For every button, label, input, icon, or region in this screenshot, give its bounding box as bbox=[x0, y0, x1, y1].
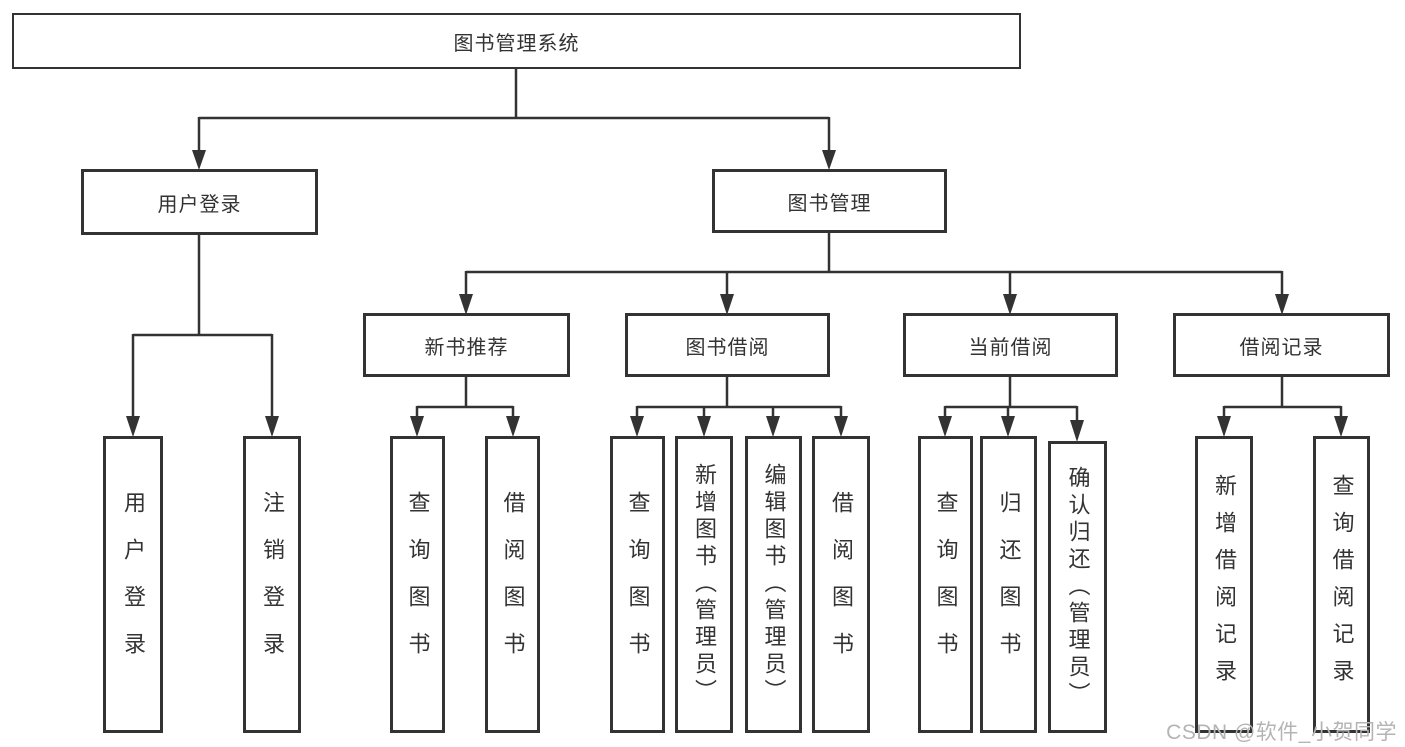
node-book-borrow: 图书借阅 bbox=[625, 313, 830, 377]
leaf-rec-query-books: 查询图书 bbox=[390, 436, 445, 733]
connector-borrow-records-to-children bbox=[1217, 377, 1348, 437]
connector-book-borrow-to-children bbox=[630, 377, 848, 437]
leaf-bb-query-books: 查询图书 bbox=[610, 436, 665, 733]
leaf-cb-confirm-return-admin: 确认归还（管理员） bbox=[1048, 441, 1107, 733]
leaf-cb-return-books: 归还图书 bbox=[980, 436, 1037, 733]
connector-current-borrow-to-children bbox=[938, 377, 1084, 442]
leaf-br-query-record: 查询借阅记录 bbox=[1313, 436, 1370, 733]
leaf-bb-borrow-books: 借阅图书 bbox=[812, 436, 870, 733]
leaf-br-add-record: 新增借阅记录 bbox=[1195, 436, 1253, 733]
node-new-book-rec: 新书推荐 bbox=[363, 313, 570, 377]
leaf-bb-edit-books-admin: 编辑图书（管理员） bbox=[745, 436, 802, 733]
node-user-login: 用户登录 bbox=[81, 169, 318, 235]
leaf-cb-query-books: 查询图书 bbox=[918, 436, 973, 733]
node-root-system: 图书管理系统 bbox=[12, 13, 1021, 69]
connector-new-book-rec-to-children bbox=[410, 377, 520, 437]
leaf-logout: 注销登录 bbox=[243, 436, 301, 733]
node-borrow-records: 借阅记录 bbox=[1173, 313, 1390, 377]
connector-user-login-to-children bbox=[126, 235, 279, 437]
leaf-user-login: 用户登录 bbox=[103, 436, 163, 733]
connector-book-mgmt-to-children bbox=[459, 233, 1289, 315]
connector-root-to-children bbox=[192, 69, 836, 170]
node-current-borrow: 当前借阅 bbox=[903, 313, 1118, 377]
leaf-rec-borrow-books: 借阅图书 bbox=[485, 436, 540, 733]
node-book-mgmt: 图书管理 bbox=[712, 169, 947, 233]
leaf-bb-add-books-admin: 新增图书（管理员） bbox=[675, 436, 733, 733]
csdn-watermark: CSDN @软件_小贺同学 bbox=[1166, 721, 1397, 744]
